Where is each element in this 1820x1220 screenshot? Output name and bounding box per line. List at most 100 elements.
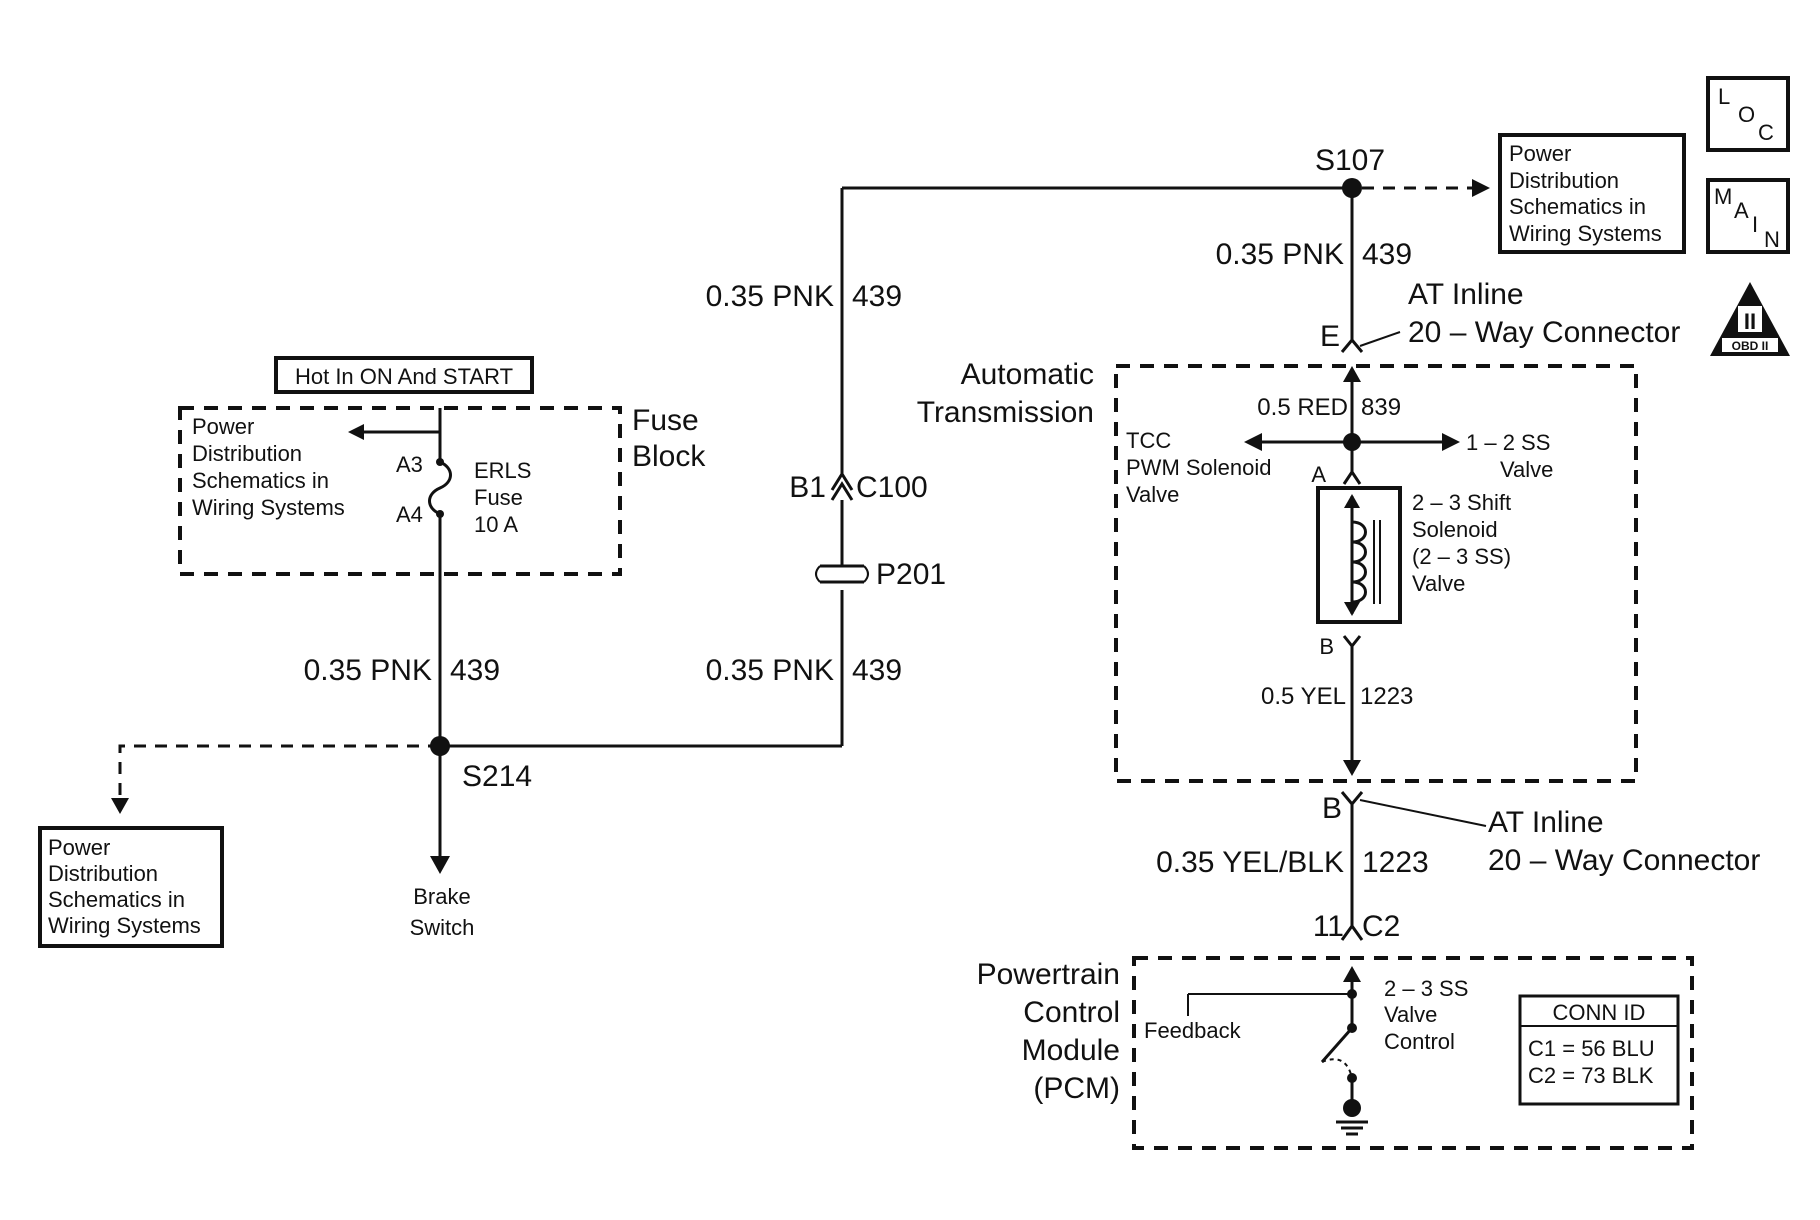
svg-text:(PCM): (PCM) [1033, 1072, 1120, 1105]
inline-top-label-1: AT Inline [1408, 278, 1524, 311]
connector-p201 [815, 564, 869, 584]
ss12-branch-arrow [1442, 433, 1460, 451]
ground-icon [1336, 1120, 1368, 1136]
svg-text:Schematics in: Schematics in [1509, 194, 1646, 219]
svg-text:Distribution: Distribution [192, 441, 302, 466]
inline-connector-pin-b: B [1322, 792, 1342, 825]
svg-text:2 – 3 Shift: 2 – 3 Shift [1412, 490, 1511, 515]
inline-connector-pin-e: E [1320, 320, 1340, 353]
middle-upper-wire-circuit: 439 [852, 280, 902, 313]
right-top-wire-size: 0.35 PNK [1216, 238, 1344, 271]
left-wire-circuit: 439 [450, 654, 500, 687]
svg-text:Wiring Systems: Wiring Systems [1509, 221, 1662, 246]
inline-top-leader [1359, 331, 1401, 347]
svg-text:1 – 2 SS: 1 – 2 SS [1466, 430, 1550, 455]
svg-text:CONN ID: CONN ID [1553, 1000, 1646, 1025]
svg-text:Fuse: Fuse [474, 485, 523, 510]
fuse-power-distribution-note: Power Distribution Schematics in Wiring … [192, 414, 345, 520]
main-badge: M A I N [1706, 178, 1790, 254]
connector-c100-name: C100 [856, 471, 928, 504]
pcm-wire-circuit: 1223 [1362, 846, 1429, 879]
svg-text:TCC: TCC [1126, 428, 1171, 453]
connector-pcm-pin: 11 [1313, 910, 1344, 943]
internal-top-wire-circuit: 839 [1361, 394, 1401, 421]
connector-pcm-conn: C2 [1362, 910, 1400, 943]
internal-up-arrow [1343, 366, 1361, 382]
svg-text:Valve: Valve [1126, 482, 1179, 507]
svg-text:C2 = 73 BLK: C2 = 73 BLK [1528, 1063, 1654, 1088]
inline-connector-b-chevron [1340, 791, 1364, 807]
power-distribution-box-top: Power Distribution Schematics in Wiring … [1498, 133, 1686, 254]
s214-dashed-branch [118, 744, 440, 800]
svg-text:C: C [1758, 120, 1774, 145]
svg-text:Schematics in: Schematics in [48, 887, 185, 912]
svg-text:Wiring Systems: Wiring Systems [48, 913, 201, 938]
hot-in-on-start-label: Hot In ON And START [274, 356, 534, 394]
svg-text:Schematics in: Schematics in [192, 468, 329, 493]
loc-badge: L O C [1706, 76, 1790, 152]
s214-dashed-arrow [111, 798, 129, 814]
splice-s107-label: S107 [1315, 144, 1385, 177]
middle-lower-wire-size: 0.35 PNK [706, 654, 834, 687]
fuse-pin-a3-dot [436, 458, 444, 466]
connector-c2-chevron [1340, 923, 1364, 941]
transmission-label-1: Automatic [961, 358, 1094, 391]
svg-text:Switch: Switch [410, 915, 475, 940]
solenoid-internal-arrow-up [1344, 494, 1360, 508]
power-distribution-box-left: Power Distribution Schematics in Wiring … [38, 826, 224, 948]
transmission-label-2: Transmission [917, 396, 1094, 429]
solenoid-coil [1351, 520, 1367, 604]
solenoid-internal-arrow-down [1344, 602, 1360, 616]
svg-text:II: II [1744, 309, 1756, 334]
svg-text:A: A [1734, 198, 1749, 223]
svg-text:Control: Control [1023, 996, 1120, 1029]
pcm-switch-arc [1321, 1058, 1353, 1079]
pcm-boundary [1132, 956, 1694, 1150]
pcm-input-arrow [1343, 966, 1361, 982]
solenoid-pin-b-chevron [1342, 635, 1362, 649]
svg-text:Powertrain: Powertrain [977, 958, 1120, 991]
svg-text:PWM Solenoid: PWM Solenoid [1126, 455, 1272, 480]
connector-p201-label: P201 [876, 558, 946, 591]
erls-fuse-symbol [428, 460, 452, 516]
svg-text:Hot In ON And START: Hot In ON And START [295, 364, 513, 389]
fuse-block-label-2: Block [632, 440, 706, 473]
svg-text:2 – 3 SS: 2 – 3 SS [1384, 976, 1468, 1001]
erls-fuse-label: ERLS Fuse 10 A [474, 458, 531, 537]
svg-text:Control: Control [1384, 1029, 1455, 1054]
svg-text:10 A: 10 A [474, 512, 518, 537]
middle-lower-wire-circuit: 439 [852, 654, 902, 687]
fuse-pin-a3: A3 [396, 452, 423, 477]
svg-text:Brake: Brake [413, 884, 470, 909]
svg-text:Power: Power [48, 835, 110, 860]
svg-text:Power: Power [192, 414, 254, 439]
svg-text:L: L [1718, 84, 1730, 109]
svg-text:Valve: Valve [1412, 571, 1465, 596]
svg-text:(2 – 3 SS): (2 – 3 SS) [1412, 544, 1511, 569]
solenoid-pin-a-chevron [1342, 469, 1362, 485]
fuse-block-label-1: Fuse [632, 404, 699, 437]
pcm-feedback-label: Feedback [1144, 1018, 1242, 1043]
internal-bottom-wire-size: 0.5 YEL [1261, 683, 1346, 710]
internal-bottom-wire-circuit: 1223 [1360, 683, 1413, 710]
connector-c100-pin: B1 [789, 471, 826, 504]
svg-text:ERLS: ERLS [474, 458, 531, 483]
svg-text:Valve: Valve [1500, 457, 1553, 482]
solenoid-pin-b: B [1319, 634, 1334, 659]
svg-text:Valve: Valve [1384, 1002, 1437, 1027]
svg-text:Power: Power [1509, 141, 1571, 166]
svg-text:Distribution: Distribution [1509, 168, 1619, 193]
automatic-transmission-boundary [1114, 364, 1638, 783]
svg-text:N: N [1764, 227, 1780, 252]
svg-text:C1 = 56 BLU: C1 = 56 BLU [1528, 1036, 1655, 1061]
tcc-pwm-solenoid-label: TCC PWM Solenoid Valve [1126, 428, 1272, 507]
connector-c100-chevron [830, 481, 854, 501]
inline-connector-e-chevron [1340, 337, 1364, 353]
shift-solenoid-label: 2 – 3 Shift Solenoid (2 – 3 SS) Valve [1412, 490, 1511, 596]
svg-text:M: M [1714, 184, 1732, 209]
svg-text:O: O [1738, 102, 1755, 127]
inline-bottom-label-1: AT Inline [1488, 806, 1604, 839]
obd-ii-icon: II OBD II [1710, 282, 1790, 356]
solenoid-pin-a: A [1311, 462, 1326, 487]
